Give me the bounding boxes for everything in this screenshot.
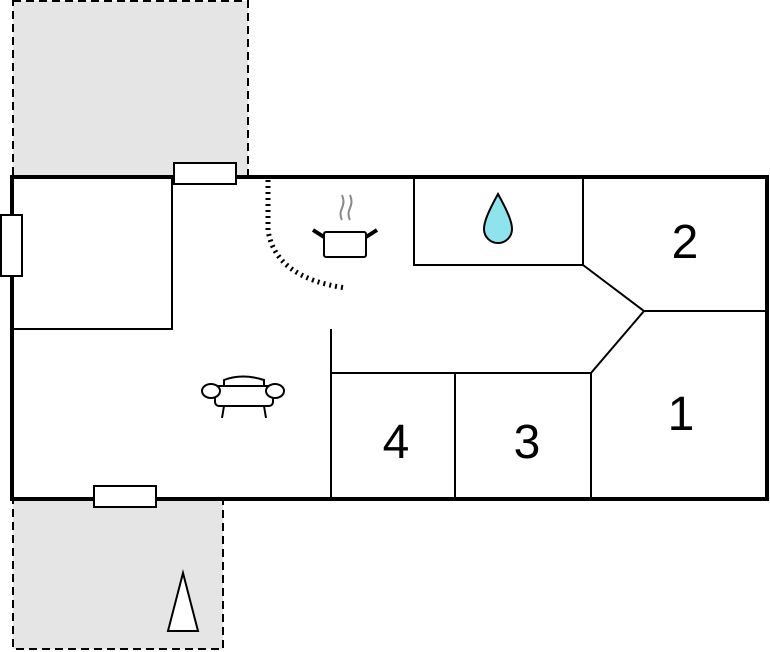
window-left <box>0 214 23 277</box>
sofa-icon <box>201 375 285 419</box>
dotted-partition <box>265 180 347 291</box>
cooking-pot-icon <box>311 194 379 258</box>
house-interior <box>12 177 767 499</box>
room-label-2: 2 <box>672 216 699 269</box>
window-top <box>173 162 237 185</box>
room-label-1: 1 <box>668 388 695 441</box>
water-drop-icon <box>482 191 514 244</box>
room-label-3: 3 <box>514 416 541 469</box>
north-arrow-icon <box>166 569 200 632</box>
outer-wall <box>10 175 769 501</box>
interior-walls <box>13 178 767 499</box>
room-label-4: 4 <box>383 416 410 469</box>
window-bottom <box>93 485 157 508</box>
terrace-top <box>12 0 249 179</box>
